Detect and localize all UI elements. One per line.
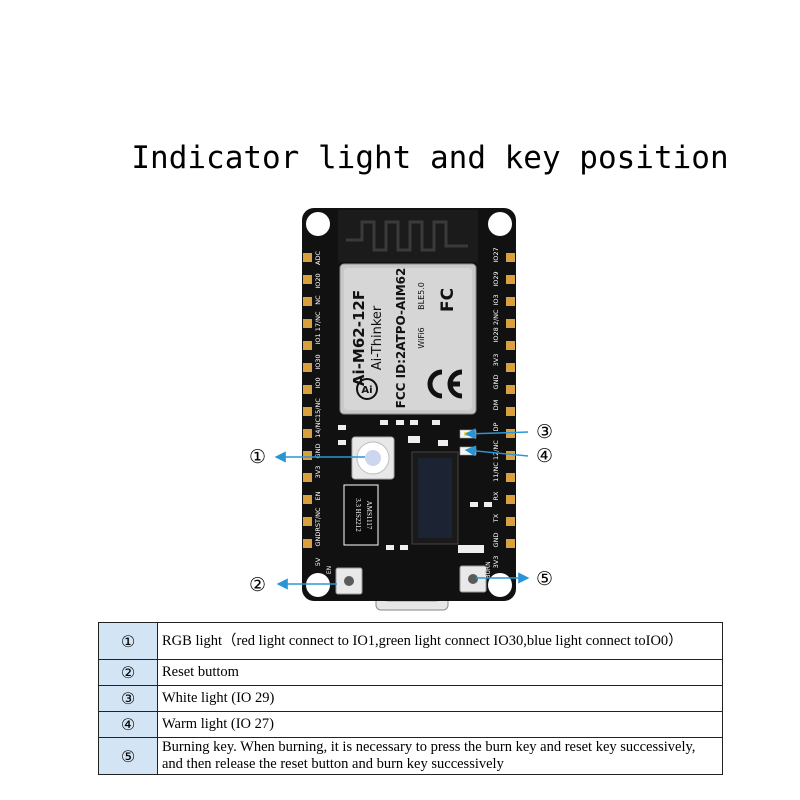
right-pin-label: IO3 bbox=[492, 294, 500, 305]
table-row: ④ Warm light (IO 27) bbox=[98, 711, 723, 738]
right-pin-label: DM bbox=[492, 400, 500, 411]
callout-4: ④ bbox=[536, 445, 554, 467]
right-pin-label: IO27 bbox=[492, 247, 500, 262]
callout-arrows bbox=[274, 428, 530, 590]
legend-text: RGB light（red light connect to IO1,green… bbox=[157, 622, 723, 660]
svg-text:Ai: Ai bbox=[361, 385, 372, 396]
right-pin-label: 3V3 bbox=[492, 354, 500, 367]
module-brand: Ai-Thinker bbox=[370, 305, 385, 370]
left-pin-label: IO0 bbox=[314, 377, 322, 388]
svg-text:FC: FC bbox=[438, 288, 458, 312]
reset-button: EN bbox=[326, 566, 363, 595]
left-pin-label: IO20 bbox=[314, 273, 322, 288]
legend-table: ① RGB light（red light connect to IO1,gre… bbox=[98, 622, 723, 775]
usb-bridge-chip bbox=[411, 451, 459, 545]
arrow-4 bbox=[464, 445, 529, 457]
rgb-led bbox=[351, 436, 395, 480]
legend-number: ⑤ bbox=[98, 737, 158, 775]
legend-text: Reset buttom bbox=[157, 659, 723, 686]
burn-button-label: BURN bbox=[485, 561, 492, 578]
wifi-module: Ai-M62-12F Ai-Thinker FCC ID:2ATPO-AIM62… bbox=[339, 263, 477, 415]
voltage-regulator: AMS1117 3.3 HS2212 bbox=[343, 484, 379, 546]
right-pin-label: GND bbox=[492, 533, 500, 548]
board-diagram: ADC IO20 NC IO1 17/NC IO30 IO0 14/NC15/N… bbox=[274, 208, 530, 611]
module-ble: BLE5.0 bbox=[417, 282, 426, 310]
legend-number: ④ bbox=[98, 711, 158, 738]
regulator-label-1: AMS1117 bbox=[365, 501, 373, 530]
module-name: Ai-M62-12F bbox=[350, 290, 368, 386]
callout-2: ② bbox=[249, 574, 267, 596]
left-pin-label: ADC bbox=[314, 251, 322, 265]
legend-number: ② bbox=[98, 659, 158, 686]
table-row: ③ White light (IO 29) bbox=[98, 685, 723, 712]
arrow-3 bbox=[464, 428, 529, 440]
burn-button: BURN bbox=[459, 561, 492, 593]
en-button-label: EN bbox=[326, 566, 333, 574]
legend-text: White light (IO 29) bbox=[157, 685, 723, 712]
right-pin-label: TX bbox=[492, 513, 500, 523]
callout-5: ⑤ bbox=[536, 568, 554, 590]
legend-text: Burning key. When burning, it is necessa… bbox=[157, 737, 723, 775]
right-pin-label: IO28 2/NC bbox=[492, 309, 500, 343]
legend-number: ③ bbox=[98, 685, 158, 712]
callout-3: ③ bbox=[536, 421, 554, 443]
legend-text: Warm light (IO 27) bbox=[157, 711, 723, 738]
left-pin-label: EN bbox=[314, 491, 322, 500]
left-pin-label: IO1 17/NC bbox=[314, 311, 322, 345]
ce-mark-icon bbox=[427, 369, 463, 399]
right-pin-label: IO29 bbox=[492, 271, 500, 286]
page-title: Indicator light and key position bbox=[131, 140, 729, 176]
fcc-mark-icon: FC bbox=[438, 288, 458, 312]
table-row: ① RGB light（red light connect to IO1,gre… bbox=[98, 622, 723, 660]
left-pin-label: NC bbox=[314, 295, 322, 305]
regulator-label-2: 3.3 HS2212 bbox=[354, 498, 362, 532]
legend-number: ① bbox=[98, 622, 158, 660]
antenna-area bbox=[338, 210, 478, 262]
left-pin-label: GNDRST/NC bbox=[314, 507, 322, 547]
table-row: ⑤ Burning key. When burning, it is neces… bbox=[98, 737, 723, 775]
right-pin-label: DP bbox=[492, 422, 500, 431]
left-pin-pads bbox=[303, 253, 312, 548]
callout-1: ① bbox=[249, 446, 267, 468]
right-pin-pads bbox=[506, 253, 515, 548]
ai-logo-icon: Ai bbox=[356, 378, 378, 400]
module-wifi: WiFi6 bbox=[417, 327, 426, 348]
right-pin-label: GND bbox=[492, 375, 500, 390]
left-pin-label: 14/NC15/NC bbox=[314, 398, 322, 438]
left-pin-label: GND bbox=[314, 444, 322, 459]
right-pin-label: 3V3 bbox=[492, 556, 500, 569]
right-pin-label: 11/NC 12/NC bbox=[492, 440, 500, 482]
right-pin-label: RX bbox=[492, 491, 500, 501]
module-fcc-id: FCC ID:2ATPO-AIM62 bbox=[394, 268, 408, 409]
left-pin-label: 5V bbox=[314, 557, 322, 566]
left-pin-label: 3V3 bbox=[314, 466, 322, 479]
mounting-holes bbox=[306, 212, 512, 597]
left-pin-label: IO30 bbox=[314, 354, 322, 369]
table-row: ② Reset buttom bbox=[98, 659, 723, 686]
